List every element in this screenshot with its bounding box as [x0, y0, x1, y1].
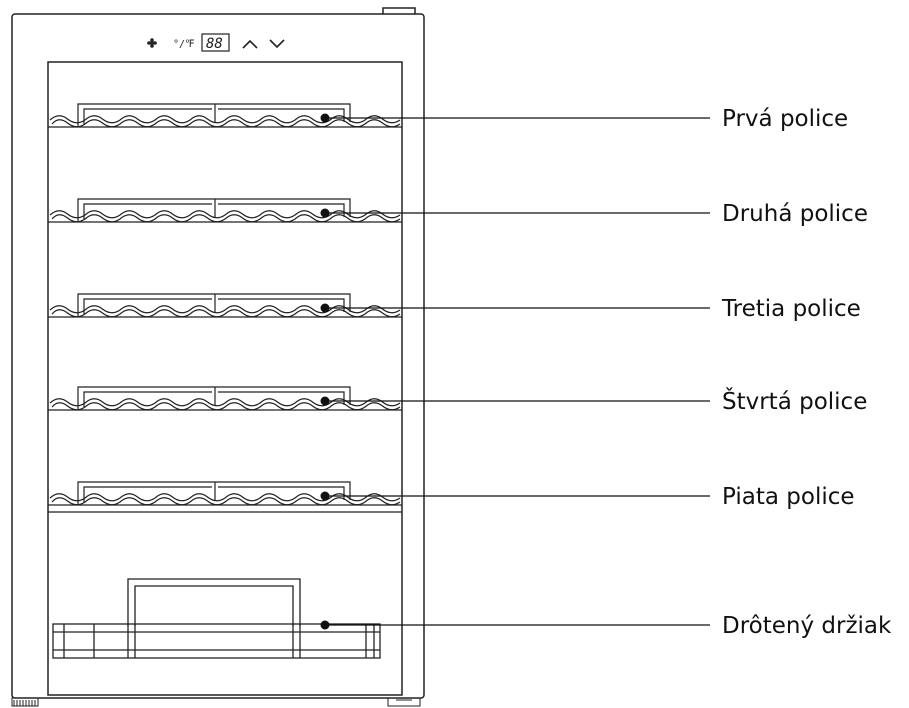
shelf-5: [48, 481, 402, 506]
shelf-wave-rail-inner: [51, 309, 401, 318]
shelf-back-frame: [77, 386, 351, 409]
left-foot: [11, 697, 39, 707]
callout-shelf-4: Štvrtá police: [320, 387, 867, 415]
shelf-2: [48, 198, 402, 223]
callout-shelf-1: Prvá police: [320, 106, 848, 132]
callout-label-shelf-3: Tretia police: [721, 296, 861, 322]
wire-holder-base: [52, 623, 381, 659]
shelf-wave-rail-inner: [51, 214, 401, 223]
callout-label-shelf-1: Prvá police: [722, 106, 848, 132]
celsius-fahrenheit-icon[interactable]: °/℉: [173, 39, 195, 50]
cabinet-outer-frame: [11, 13, 425, 699]
shelf-1: [48, 103, 402, 128]
shelf-wave-rail: [49, 398, 401, 407]
top-hinge: [382, 7, 416, 14]
shelves: [48, 103, 402, 506]
shelf-back-frame: [77, 481, 351, 504]
shelf-wave-rail-inner: [51, 402, 401, 411]
bottom-hinge: [387, 698, 421, 707]
shelf-wave-rail-inner: [51, 119, 401, 128]
callout-wire-holder: Drôtený držiak: [320, 613, 892, 639]
shelf-back-frame: [77, 103, 351, 126]
callout-shelf-3: Tretia police: [320, 296, 861, 322]
callout-shelf-2: Druhá police: [320, 201, 868, 227]
callout-label-shelf-4: Štvrtá police: [722, 387, 867, 415]
down-arrow-icon[interactable]: [269, 39, 285, 49]
temperature-display: 88: [206, 36, 223, 52]
shelf-back-frame: [77, 293, 351, 316]
shelf-wave-rail: [49, 305, 401, 314]
shelf-4: [48, 386, 402, 411]
shelf-wave-rail: [49, 115, 401, 124]
shelf-back-frame: [77, 198, 351, 221]
callout-label-shelf-2: Druhá police: [722, 201, 868, 227]
temperature-display-frame: [201, 33, 230, 52]
callout-shelf-5: Piata police: [320, 484, 855, 510]
up-arrow-icon[interactable]: [242, 39, 258, 49]
wire-holder-handle: [127, 578, 301, 626]
shelf-wave-rail-inner: [51, 497, 401, 506]
fan-icon[interactable]: [147, 38, 157, 48]
vent-grille: [13, 700, 36, 706]
callout-label-wire-holder: Drôtený držiak: [722, 613, 892, 639]
shelf-wave-rail: [49, 210, 401, 219]
door-glass-panel: [47, 61, 403, 696]
control-panel: °/℉ 88: [147, 33, 285, 52]
wire-holder-rack: [48, 511, 402, 659]
cabinet: [11, 7, 425, 707]
shelf-wave-rail: [49, 493, 401, 502]
shelf-3: [48, 293, 402, 318]
callout-label-shelf-5: Piata police: [722, 484, 855, 510]
